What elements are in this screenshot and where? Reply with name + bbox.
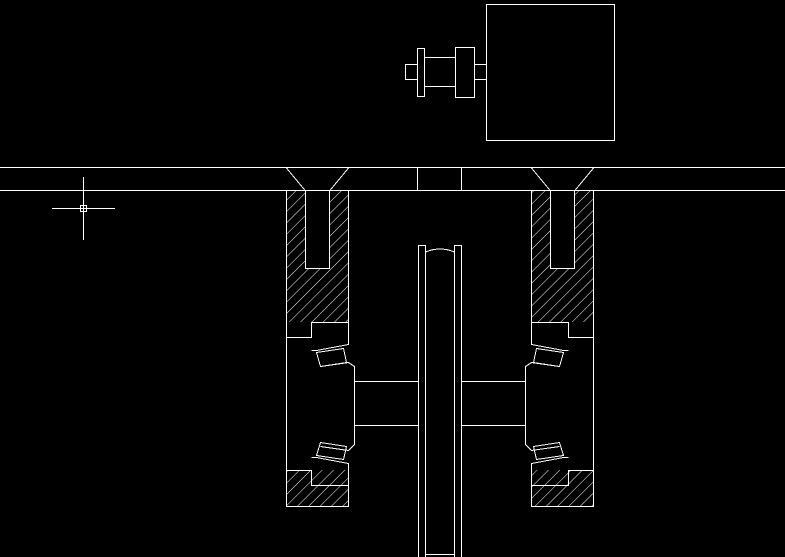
wheel[interactable]	[418, 245, 462, 557]
coupling-hub	[424, 57, 456, 87]
coupling-left-flange	[417, 48, 425, 97]
right-bearing-housing[interactable]	[531, 167, 594, 507]
right-taper-bearing[interactable]	[525, 322, 569, 486]
left-roller-bottom	[315, 441, 348, 461]
right-roller-bottom	[532, 441, 565, 461]
motor[interactable]	[486, 4, 615, 141]
motor-shaft-stub	[474, 64, 487, 80]
wheel-shaft[interactable]	[354, 381, 525, 426]
coupling-end-stub	[405, 64, 418, 80]
crosshair-cursor-icon	[52, 177, 115, 240]
left-taper-bearing[interactable]	[311, 322, 355, 486]
gear-coupling[interactable]	[405, 47, 487, 98]
motor-body[interactable]	[486, 4, 615, 141]
coupling-right-flange	[455, 47, 475, 98]
rail-beam[interactable]	[0, 167, 785, 191]
